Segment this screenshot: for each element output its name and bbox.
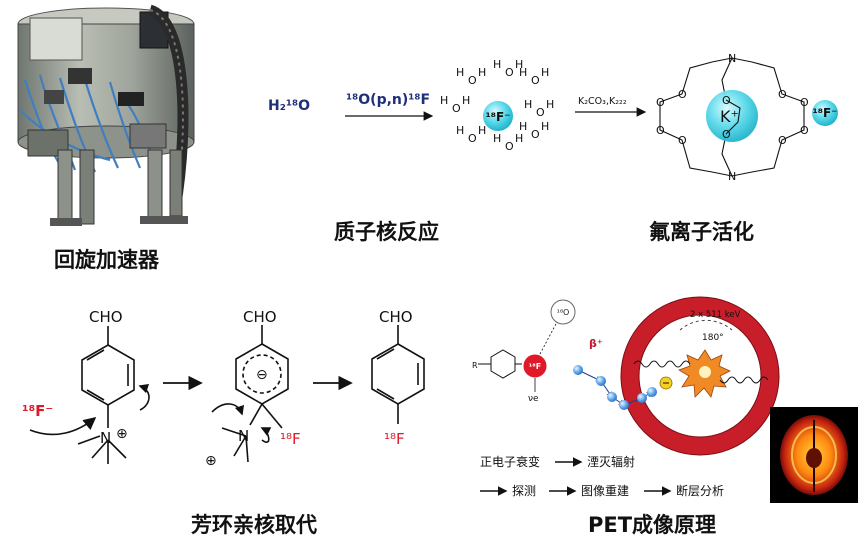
- annihilation-energy-label: 2 x 511 keV: [690, 310, 741, 320]
- cryptand-nitrogen: N: [728, 52, 736, 65]
- water-oxygen: O: [531, 74, 540, 87]
- hydrated-ion-label: ¹⁸F⁻: [485, 110, 510, 124]
- water-hydrogen: H: [440, 94, 448, 107]
- positron: [647, 387, 657, 397]
- positron: [596, 376, 606, 386]
- positron: [573, 365, 583, 375]
- water-oxygen: O: [505, 140, 514, 153]
- cryptand-oxygen: O: [722, 128, 731, 141]
- cryptand-oxygen: O: [678, 88, 687, 101]
- potassium-ion-sphere: [706, 90, 758, 142]
- oxygen-product: [550, 299, 576, 325]
- caption-aromatic-substitution: 芳环亲核取代: [191, 513, 317, 537]
- step-annihilation: 湮灭辐射: [587, 454, 635, 469]
- ammonium-charge-2: ⊕: [205, 453, 217, 469]
- water-oxygen: O: [452, 102, 461, 115]
- cryptand-oxygen: O: [656, 124, 665, 137]
- product-ring: [371, 325, 425, 424]
- water-reactant: H₂¹⁸O: [268, 98, 310, 114]
- water-hydrogen: H: [515, 58, 523, 71]
- caption-nuclear-reaction: 质子核反应: [334, 220, 439, 244]
- naked-fluoride-label: ¹⁸F⁻: [812, 106, 837, 120]
- ammonium-charge-1: ⊕: [116, 426, 128, 442]
- water-hydrogen: H: [478, 124, 486, 137]
- detector-ring: [621, 297, 779, 455]
- fluoride-ion-sphere: [483, 101, 513, 131]
- cryptand-oxygen: O: [722, 94, 731, 107]
- water-hydrogen: H: [462, 94, 470, 107]
- water-hydrogen: H: [456, 124, 464, 137]
- water-hydrogen: H: [524, 98, 532, 111]
- fluorine-label-3: ¹⁸F: [384, 430, 405, 448]
- caption-pet-principle: PET成像原理: [588, 513, 717, 537]
- step-tomography: 断层分析: [676, 483, 724, 498]
- water-hydrogen: H: [493, 58, 501, 71]
- potassium-label: K⁺: [720, 107, 739, 126]
- water-oxygen: O: [468, 74, 477, 87]
- oxygen-product-label: ¹⁸O: [557, 308, 570, 317]
- naked-fluoride-sphere: [812, 100, 838, 126]
- water-oxygen: O: [505, 66, 514, 79]
- water-hydrogen: H: [519, 120, 527, 133]
- caption-fluoride-activation: 氟离子活化: [649, 220, 754, 244]
- water-hydrogen: H: [541, 66, 549, 79]
- fluorine-atom-label: ¹⁸F: [529, 362, 541, 371]
- nuclear-reaction-label: ¹⁸O(p,n)¹⁸F: [346, 92, 430, 108]
- aldehyde-label-1: CHO: [89, 308, 123, 326]
- water-oxygen: O: [536, 106, 545, 119]
- aldehyde-label-3: CHO: [379, 308, 413, 326]
- step-reconstruction: 图像重建: [581, 484, 629, 498]
- water-hydrogen: H: [456, 66, 464, 79]
- water-hydrogen: H: [515, 132, 523, 145]
- cryptand-oxygen: O: [800, 96, 809, 109]
- cryptand-oxygen: O: [800, 124, 809, 137]
- aldehyde-label-2: CHO: [243, 308, 277, 326]
- ring-minus: ⊖: [256, 367, 268, 383]
- precursor-ring: [478, 349, 522, 379]
- step-detection: 探测: [512, 484, 536, 498]
- cryptand-oxygen: O: [678, 134, 687, 147]
- meisenheimer-ring: [211, 325, 289, 463]
- ammonium-nitrogen-2: N: [238, 427, 249, 445]
- water-hydrogen: H: [493, 132, 501, 145]
- fluoride-reagent-label: ¹⁸F⁻: [22, 402, 53, 420]
- cyclotron-illustration: [17, 4, 195, 226]
- caption-cyclotron: 回旋加速器: [54, 248, 159, 272]
- water-hydrogen: H: [546, 98, 554, 111]
- beta-plus-label: β⁺: [589, 337, 603, 350]
- fluorine-label-2: ¹⁸F: [280, 430, 301, 448]
- cryptand-oxygen: O: [778, 134, 787, 147]
- step-positron-decay: 正电子衰变: [480, 454, 540, 469]
- positron: [607, 392, 617, 402]
- water-oxygen: O: [468, 132, 477, 145]
- positron: [637, 393, 647, 403]
- neutrino-label: νe: [528, 394, 539, 404]
- activation-reagents: K₂CO₃,K₂₂₂: [578, 96, 627, 107]
- cryptand-oxygen: O: [656, 96, 665, 109]
- positron: [619, 400, 629, 410]
- water-hydrogen: H: [519, 66, 527, 79]
- cryptand-oxygen: O: [778, 88, 787, 101]
- water-hydrogen: H: [541, 120, 549, 133]
- precursor-r-label: R: [472, 361, 478, 370]
- angle-label: 180°: [702, 333, 724, 343]
- pet-scheme: R ¹⁸F ¹⁸O νe β⁺ 2 x 511 keV 180° 正电子衰变 湮…: [472, 296, 858, 503]
- snar-scheme: CHO N ⊕ ¹⁸F⁻ ⊖ CHO N ⊕ ¹⁸F: [22, 308, 425, 469]
- water-oxygen: O: [531, 128, 540, 141]
- gamma-ray-2: [719, 376, 769, 384]
- water-hydrogen: H: [478, 66, 486, 79]
- benzene-ring-1: [29, 326, 150, 464]
- gamma-ray-1: [633, 360, 691, 368]
- ammonium-nitrogen-1: N: [100, 429, 111, 447]
- cryptand-nitrogen: N: [728, 170, 736, 183]
